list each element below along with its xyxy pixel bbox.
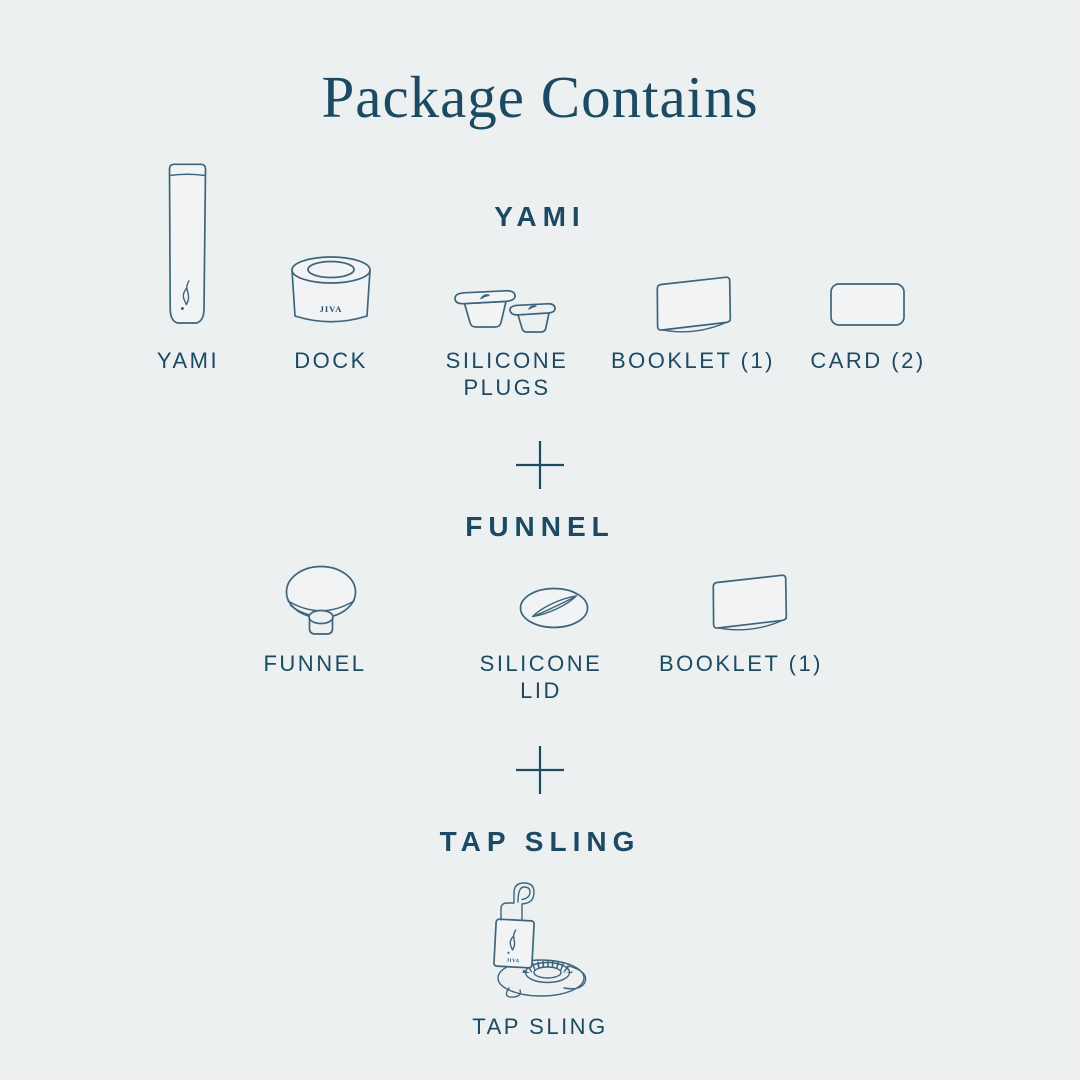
yami-device-icon — [163, 161, 211, 331]
item-label-booklet-2: BOOKLET (1) — [658, 651, 824, 676]
section-header-yami: YAMI — [494, 201, 586, 232]
tap-sling-icon: JIVA — [484, 876, 596, 1002]
silicone-plugs-icon — [450, 284, 562, 340]
section-header-tap-sling: TAP SLING — [439, 826, 641, 857]
booklet-icon — [708, 571, 790, 633]
item-label-silicone-lid: SILICONE LID — [479, 651, 603, 703]
plus-icon — [515, 440, 565, 490]
dock-brand-text: JIVA — [320, 304, 343, 314]
silicone-lid-icon — [518, 587, 590, 629]
item-label-yami: YAMI — [156, 348, 220, 373]
dock-icon: JIVA — [288, 254, 374, 332]
funnel-icon — [282, 562, 360, 640]
booklet-icon — [652, 273, 734, 335]
item-label-dock: DOCK — [294, 348, 368, 373]
item-label-silicone-plugs: SILICONE PLUGS — [445, 348, 569, 400]
item-label-tap-sling: TAP SLING — [472, 1014, 608, 1039]
section-header-funnel: FUNNEL — [465, 511, 615, 542]
item-label-booklet-1: BOOKLET (1) — [610, 348, 776, 373]
card-icon — [829, 282, 907, 328]
item-label-funnel: FUNNEL — [263, 651, 367, 676]
page-title: Package Contains — [321, 64, 759, 130]
plus-icon — [515, 745, 565, 795]
sling-brand-text: JIVA — [506, 959, 519, 965]
item-label-card: CARD (2) — [810, 348, 926, 373]
